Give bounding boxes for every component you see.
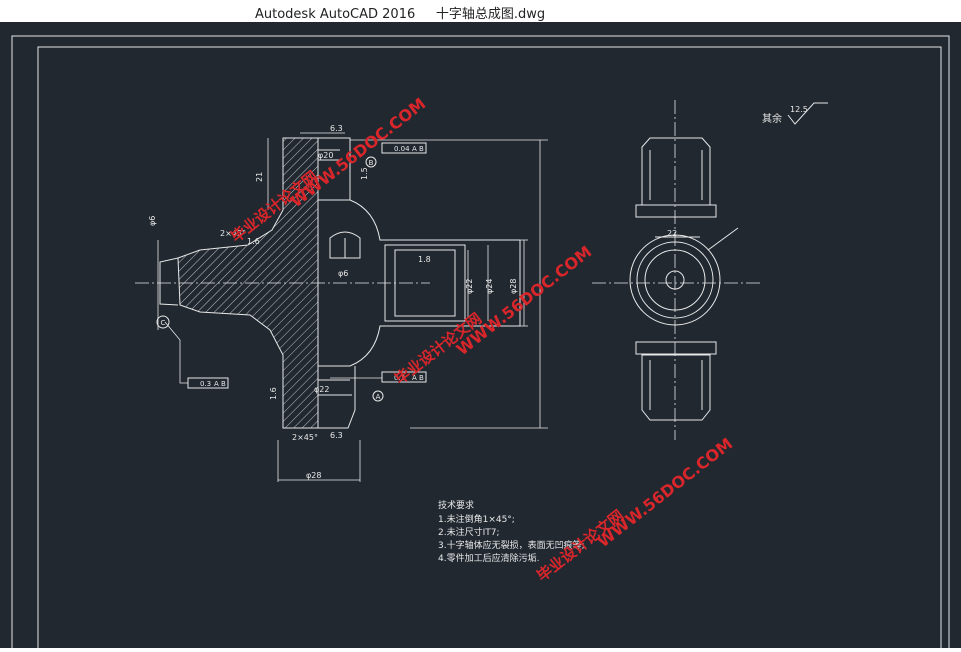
dim-18: 1.8 [418,255,431,264]
dim-6b: φ6 [338,269,348,278]
dim-63b: 6.3 [330,431,343,440]
dim-63: 6.3 [330,124,343,133]
datum-letters: B A C [161,159,381,401]
dim-28: φ28 [306,471,321,480]
dim-20: φ20 [318,151,333,160]
roughness-rest-label: 其余 [762,112,782,125]
dim-16b: 1.6 [269,387,278,400]
tol3-value: 0.3 [394,374,405,382]
dim-21: 21 [255,172,264,182]
dim-chamfer-top: 2×45° [220,229,246,238]
dim-22c: 22 [667,229,677,238]
title-bar: Autodesk AutoCAD 2016 十字轴总成图.dwg [0,0,961,22]
tol2-ref: A B [214,380,226,388]
notes-line-4: 4.零件加工后应清除污垢. [438,552,539,564]
tol2-value: 0.3 [200,380,211,388]
notes-line-2: 2.未注尺寸IT7; [438,526,500,538]
dim-chamfer-bot: 2×45° [292,433,318,442]
dimension-text: 6.3 21 2×45° 1.6 1.5 φ20 φ6 1.8 φ6 φ22 φ… [148,124,677,480]
watermark-3-site: WWW.56DOC.COM [594,434,736,551]
dim-15: 1.5 [360,167,369,180]
datum-b-circle [365,156,377,168]
inner-frame [37,46,942,652]
roughness-symbol [787,102,828,125]
datum-b: B [369,159,374,167]
tolerance-frame-1 [381,142,427,154]
section-view [159,137,521,429]
notes-heading: 技术要求 [438,499,474,511]
dim-28b: φ28 [509,279,518,294]
dim-22b: φ22 [314,385,329,394]
window-title: Autodesk AutoCAD 2016 十字轴总成图.dwg [255,7,546,22]
dim-6: φ6 [148,216,157,226]
section-dimensions [157,132,548,482]
tol1-ref: A B [412,145,424,153]
dim-22: φ22 [465,279,474,294]
dim-24: φ24 [485,279,494,294]
notes-line-3: 3.十字轴体应无裂损，表面无凹痕等; [438,539,585,551]
side-view [629,137,739,421]
datum-a: A [376,393,381,401]
tol3-ref: A B [412,374,424,382]
tolerance-frame-2 [187,377,229,389]
technical-notes: 技术要求 1.未注倒角1×45°; 2.未注尺寸IT7; 3.十字轴体应无裂损，… [438,499,585,564]
datum-c: C [161,319,166,327]
datum-a-circle [372,390,384,402]
outer-frame [11,35,950,652]
drawing-canvas[interactable]: 6.3 21 2×45° 1.6 1.5 φ20 φ6 1.8 φ6 φ22 φ… [0,22,961,652]
tolerance-frame-3 [381,371,427,383]
tol1-value: 0.04 [394,145,410,153]
roughness-value: 12.5 [790,105,808,114]
datum-c-circle [156,315,170,329]
cad-drawing: 6.3 21 2×45° 1.6 1.5 φ20 φ6 1.8 φ6 φ22 φ… [11,35,950,652]
notes-line-1: 1.未注倒角1×45°; [438,513,515,525]
dim-16: 1.6 [247,237,260,246]
tolerance-text: 0.04 A B 0.3 A B 0.3 A B [200,145,424,388]
